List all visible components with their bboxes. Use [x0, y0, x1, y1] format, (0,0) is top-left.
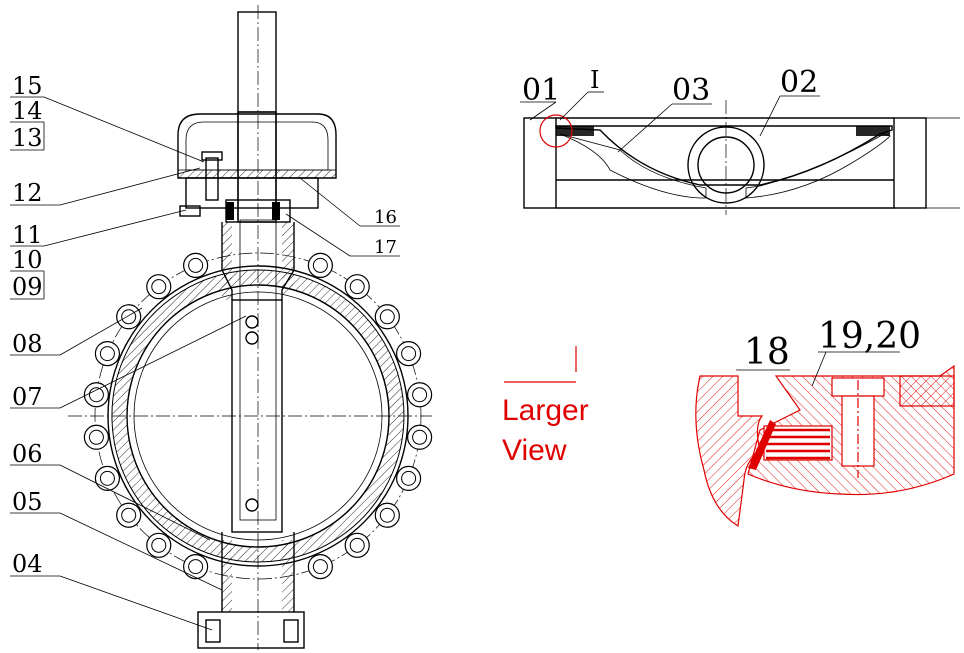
bolt-circle — [94, 252, 422, 580]
lug-hole — [312, 257, 328, 273]
seal-spring — [748, 420, 833, 470]
lug-hole — [121, 507, 137, 523]
label-10: 10 — [12, 246, 43, 274]
caption-line-1: Larger — [502, 394, 589, 427]
larger-view-caption: Larger View — [502, 346, 589, 467]
disc-edge — [133, 291, 383, 541]
lug — [83, 382, 109, 408]
label-17: 17 — [374, 237, 397, 258]
bottom-cap — [197, 611, 305, 649]
lug-hole — [312, 559, 328, 575]
body-right-wall — [893, 117, 927, 209]
lug — [344, 532, 370, 558]
body-left-wall — [523, 117, 557, 209]
lug-hole — [412, 429, 428, 445]
label-09: 09 — [12, 273, 43, 301]
lug-hole — [151, 279, 167, 295]
lug-hole — [401, 470, 417, 486]
lug — [307, 553, 333, 580]
seat-inner — [126, 284, 390, 548]
lug-hole — [349, 279, 365, 295]
lug-hole — [188, 257, 204, 273]
detail-view: 18 19,20 — [695, 316, 955, 527]
label-19-20: 19,20 — [818, 316, 921, 357]
lug-hole — [99, 346, 115, 362]
lug-holes — [83, 252, 433, 580]
label-03: 03 — [672, 73, 710, 108]
part-labels: 15 14 13 12 11 10 09 08 07 06 05 04 16 1… — [12, 72, 397, 578]
lug-hole — [412, 387, 428, 403]
lug-hole — [121, 309, 137, 325]
lug-hole — [88, 429, 104, 445]
lug — [374, 502, 400, 528]
lug — [307, 252, 333, 279]
lug-hole — [401, 346, 417, 362]
detail-circle — [539, 114, 573, 148]
label-07: 07 — [12, 383, 43, 411]
pin-bottom — [245, 498, 259, 512]
lug — [146, 532, 172, 558]
lug — [395, 341, 422, 367]
top-cover-inner — [185, 121, 329, 171]
label-13: 13 — [12, 124, 43, 152]
disc-hub — [231, 299, 283, 533]
top-bolt — [205, 157, 219, 201]
lug — [395, 465, 422, 491]
label-04: 04 — [12, 550, 43, 578]
label-08: 08 — [12, 330, 43, 358]
disc-detail — [695, 375, 764, 527]
lug — [83, 424, 109, 450]
lug — [374, 304, 400, 330]
stem-top — [237, 11, 277, 113]
pin-mid — [245, 331, 259, 345]
label-16: 16 — [374, 207, 397, 228]
lug-hole — [151, 537, 167, 553]
label-14: 14 — [12, 97, 43, 125]
lug — [344, 274, 370, 300]
lug — [146, 274, 172, 300]
label-12: 12 — [12, 179, 43, 207]
lug-hole — [99, 470, 115, 486]
lug-hole — [379, 309, 395, 325]
lug — [407, 382, 433, 408]
front-view — [68, 5, 433, 650]
lug-hole — [88, 387, 104, 403]
lug — [407, 424, 433, 450]
mounting-flange — [185, 177, 319, 209]
label-06: 06 — [12, 440, 43, 468]
lug-hole — [188, 559, 204, 575]
label-15: 15 — [12, 72, 43, 100]
caption-line-2: View — [502, 434, 567, 467]
label-18: 18 — [744, 332, 790, 373]
lug-hole — [379, 507, 395, 523]
detail-mark-I: I — [590, 66, 599, 94]
side-section: 01 I 03 02 — [520, 65, 960, 215]
label-01: 01 — [522, 73, 560, 108]
nut — [179, 205, 201, 217]
lug — [183, 252, 209, 279]
lug — [116, 304, 142, 330]
lug — [116, 502, 142, 528]
leader-lines — [10, 96, 400, 631]
top-cover — [177, 113, 337, 179]
lug — [94, 465, 121, 491]
body-outer — [107, 265, 409, 567]
label-11: 11 — [12, 221, 43, 249]
lug-hole — [349, 537, 365, 553]
lug — [183, 553, 209, 580]
lug — [94, 341, 121, 367]
label-02: 02 — [780, 65, 818, 100]
pin-top — [245, 315, 259, 329]
stem — [239, 219, 277, 521]
label-05: 05 — [12, 488, 43, 516]
disc-profile — [555, 125, 893, 186]
